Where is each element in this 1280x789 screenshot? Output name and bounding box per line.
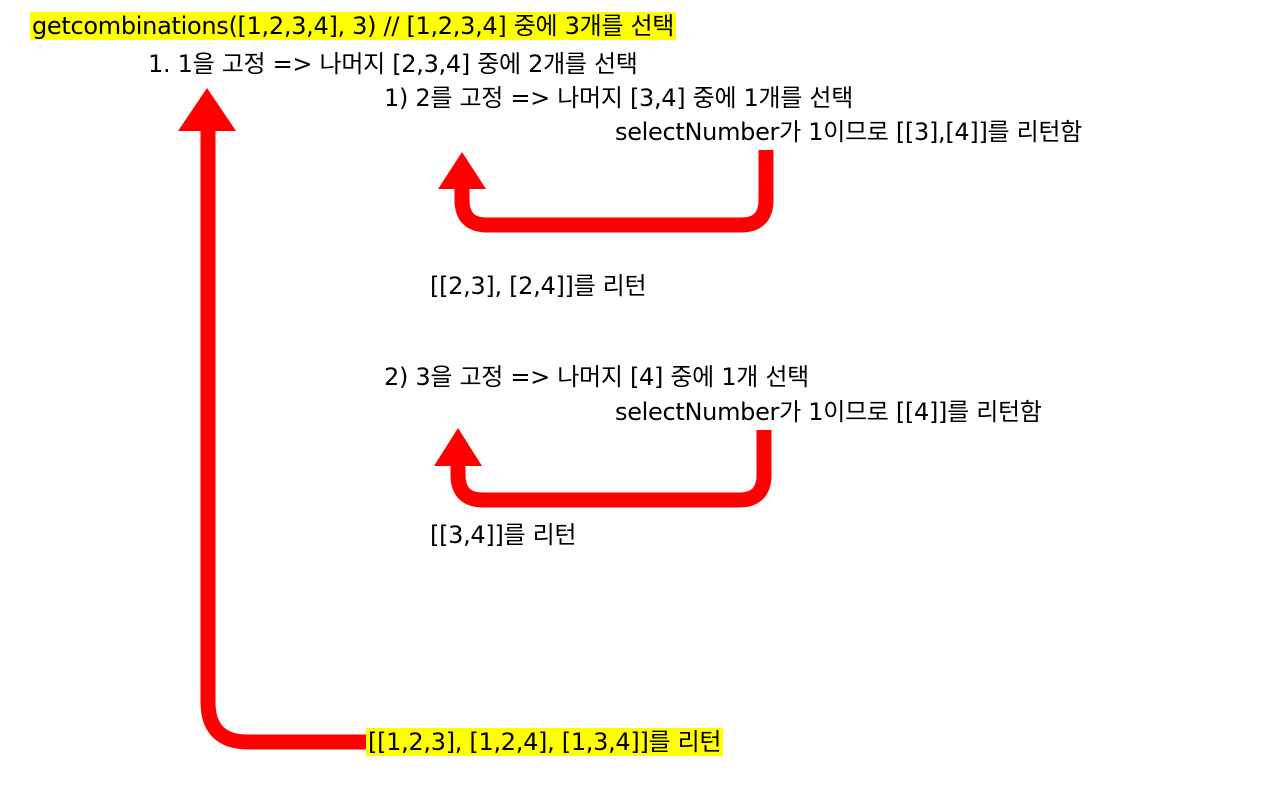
substep-1-base-case-text: selectNumber가 1이므로 [[3],[4]]를 리턴함 [615, 118, 1082, 146]
title-line: getcombinations([1,2,3,4], 3) // [1,2,3,… [30, 10, 677, 42]
title-text: getcombinations([1,2,3,4], 3) // [1,2,3,… [30, 12, 677, 40]
return-arrow-1-head [438, 152, 486, 189]
return-arrow-2-head [434, 428, 482, 466]
return-arrow-final-head [178, 88, 236, 131]
final-return-line: [[1,2,3], [1,2,4], [1,3,4]]를 리턴 [366, 726, 724, 758]
substep-2-text: 2) 3을 고정 => 나머지 [4] 중에 1개 선택 [384, 363, 809, 391]
step-1-text: 1. 1을 고정 => 나머지 [2,3,4] 중에 2개를 선택 [148, 50, 638, 78]
return-arrow-final [200, 122, 372, 750]
substep-2-base-case-text: selectNumber가 1이므로 [[4]]를 리턴함 [615, 398, 1042, 426]
final-return-text: [[1,2,3], [1,2,4], [1,3,4]]를 리턴 [366, 728, 724, 756]
substep-2-return-text: [[3,4]]를 리턴 [430, 521, 577, 549]
substep-1-return-text: [[2,3], [2,4]]를 리턴 [430, 272, 647, 300]
return-arrow-2 [450, 430, 772, 508]
substep-1-text: 1) 2를 고정 => 나머지 [3,4] 중에 1개를 선택 [384, 84, 853, 112]
return-arrow-1 [454, 150, 774, 233]
